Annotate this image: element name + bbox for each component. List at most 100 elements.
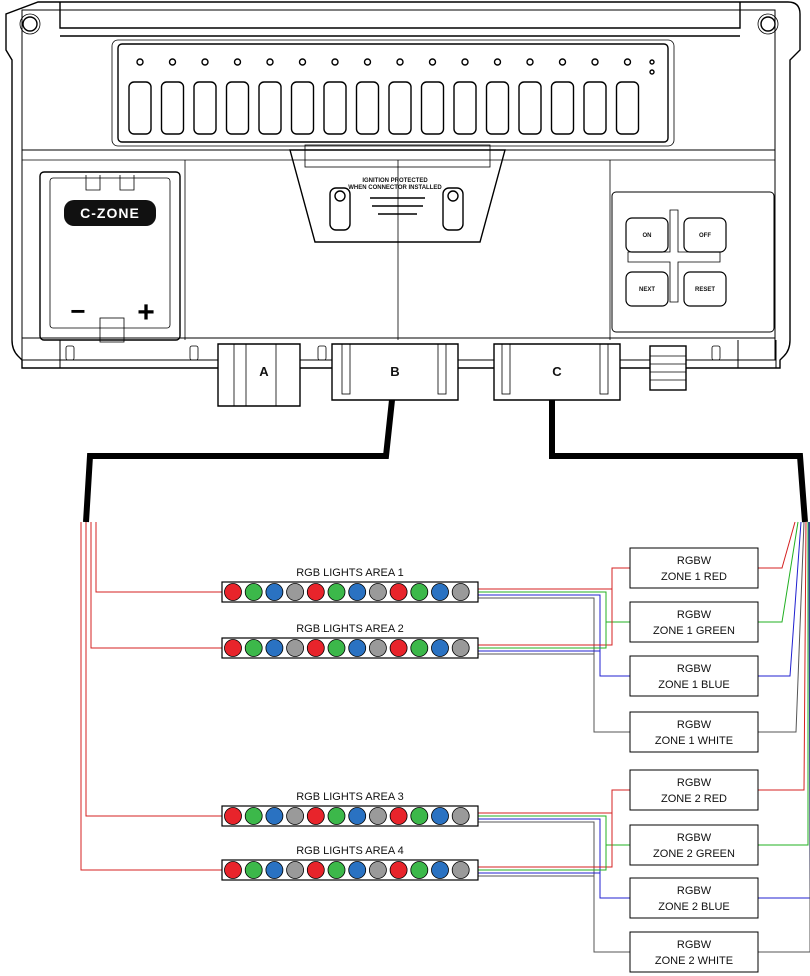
zone-type-label: RGBW — [677, 832, 712, 844]
fuse-slot — [355, 81, 380, 135]
zone-name-label: ZONE 2 WHITE — [655, 955, 733, 967]
foot-right — [737, 340, 777, 368]
on-button[interactable] — [625, 217, 669, 253]
foot-slot — [189, 345, 199, 361]
led-grey — [368, 861, 387, 879]
fuse-indicator — [201, 58, 209, 66]
ignition-cover-top — [304, 144, 491, 168]
connector-c-clip — [501, 343, 511, 395]
led-blue — [431, 861, 449, 879]
zone-box-frame — [629, 547, 759, 589]
fuse-slot — [518, 81, 542, 135]
led-red — [224, 583, 242, 601]
connector-a — [217, 343, 301, 407]
fuse-indicator — [363, 58, 372, 66]
led-red — [224, 807, 242, 825]
wire-area4-red — [478, 813, 613, 868]
ignition-sublabel: WHEN CONNECTOR INSTALLED — [348, 185, 442, 191]
zone-type-label: RGBW — [677, 555, 712, 567]
connector-b — [331, 343, 459, 401]
fuse-indicator — [331, 58, 339, 66]
panel-latch — [119, 175, 135, 191]
logo-panel — [39, 171, 181, 341]
wire-zone1-red-in — [758, 521, 796, 569]
fuse-indicator — [396, 58, 404, 66]
led-red — [306, 861, 325, 879]
zone-name-label: ZONE 2 GREEN — [653, 848, 735, 860]
led-blue — [348, 583, 367, 601]
led-red — [306, 807, 325, 825]
light-strip-area-1: RGB LIGHTS AREA 1 — [221, 567, 479, 603]
wire-area3-white — [478, 821, 630, 953]
connector-b-label: B — [390, 364, 399, 379]
connector-b-clip — [341, 343, 351, 395]
zone-name-label: ZONE 2 RED — [661, 793, 727, 805]
fuse-indicator — [461, 58, 469, 66]
wire-zone2-red-in — [758, 521, 807, 791]
screw-hole-top-right-ring — [757, 13, 779, 35]
reset-button[interactable] — [683, 271, 727, 307]
screw-hole-top-left — [22, 16, 38, 32]
harness-b — [83, 399, 395, 523]
wire-area3-green — [478, 815, 630, 846]
on-button-label: ON — [643, 233, 652, 239]
off-button[interactable] — [683, 217, 727, 253]
fuse-indicator — [233, 58, 242, 66]
led-green — [410, 583, 429, 601]
led-green — [410, 639, 429, 657]
led-grey — [368, 639, 387, 657]
led-red — [389, 583, 408, 601]
fuse-indicator — [136, 58, 144, 66]
led-green — [327, 583, 346, 601]
fuse-indicator — [591, 58, 599, 66]
ignition-label: IGNITION PROTECTED — [362, 178, 428, 184]
indicator-dot — [649, 69, 655, 75]
led-red — [306, 639, 325, 657]
wire-red-area-3 — [85, 522, 222, 817]
fuse-area — [117, 43, 669, 143]
cover-screw-left — [329, 187, 351, 231]
led-grey — [451, 583, 470, 601]
wire-zone2-green-in — [758, 522, 809, 846]
zone-type-label: RGBW — [677, 663, 712, 675]
led-blue — [265, 807, 284, 825]
led-red — [389, 807, 408, 825]
fuse-indicator — [266, 58, 274, 66]
led-green — [410, 807, 429, 825]
led-red — [306, 583, 325, 601]
led-grey — [286, 807, 305, 825]
wire-area2-red — [478, 589, 613, 646]
network-connector — [649, 345, 687, 391]
wire-group — [80, 521, 810, 953]
zone-type-label: RGBW — [677, 777, 712, 789]
led-grey — [286, 583, 305, 601]
fuse-slot — [290, 81, 315, 135]
led-blue — [265, 639, 284, 657]
foot-slot — [65, 345, 75, 361]
wire-area3-blue — [478, 818, 630, 899]
led-grey — [368, 583, 387, 601]
cover-screw-left-head — [334, 190, 346, 202]
zone-name-label: ZONE 1 BLUE — [658, 679, 730, 691]
fuse-slot — [485, 81, 510, 135]
fuse-indicator — [623, 58, 632, 66]
wire-area1-white — [478, 597, 630, 733]
zone-box: RGBW ZONE 2 RED — [629, 769, 759, 811]
wire-area4-green — [478, 816, 607, 871]
led-blue — [431, 807, 449, 825]
led-blue — [431, 639, 449, 657]
strip-title: RGB LIGHTS AREA 4 — [296, 845, 404, 857]
fuse-slot — [583, 81, 607, 135]
reset-button-label: RESET — [695, 287, 715, 293]
led-green — [410, 861, 429, 879]
fuse-slot — [258, 81, 282, 135]
next-button[interactable] — [625, 271, 669, 307]
zone-box: RGBW ZONE 1 BLUE — [629, 655, 759, 697]
zone-box: RGBW ZONE 2 GREEN — [629, 824, 759, 866]
zone-name-label: ZONE 1 WHITE — [655, 735, 733, 747]
off-button-label: OFF — [699, 233, 711, 239]
zone-type-label: RGBW — [677, 609, 712, 621]
